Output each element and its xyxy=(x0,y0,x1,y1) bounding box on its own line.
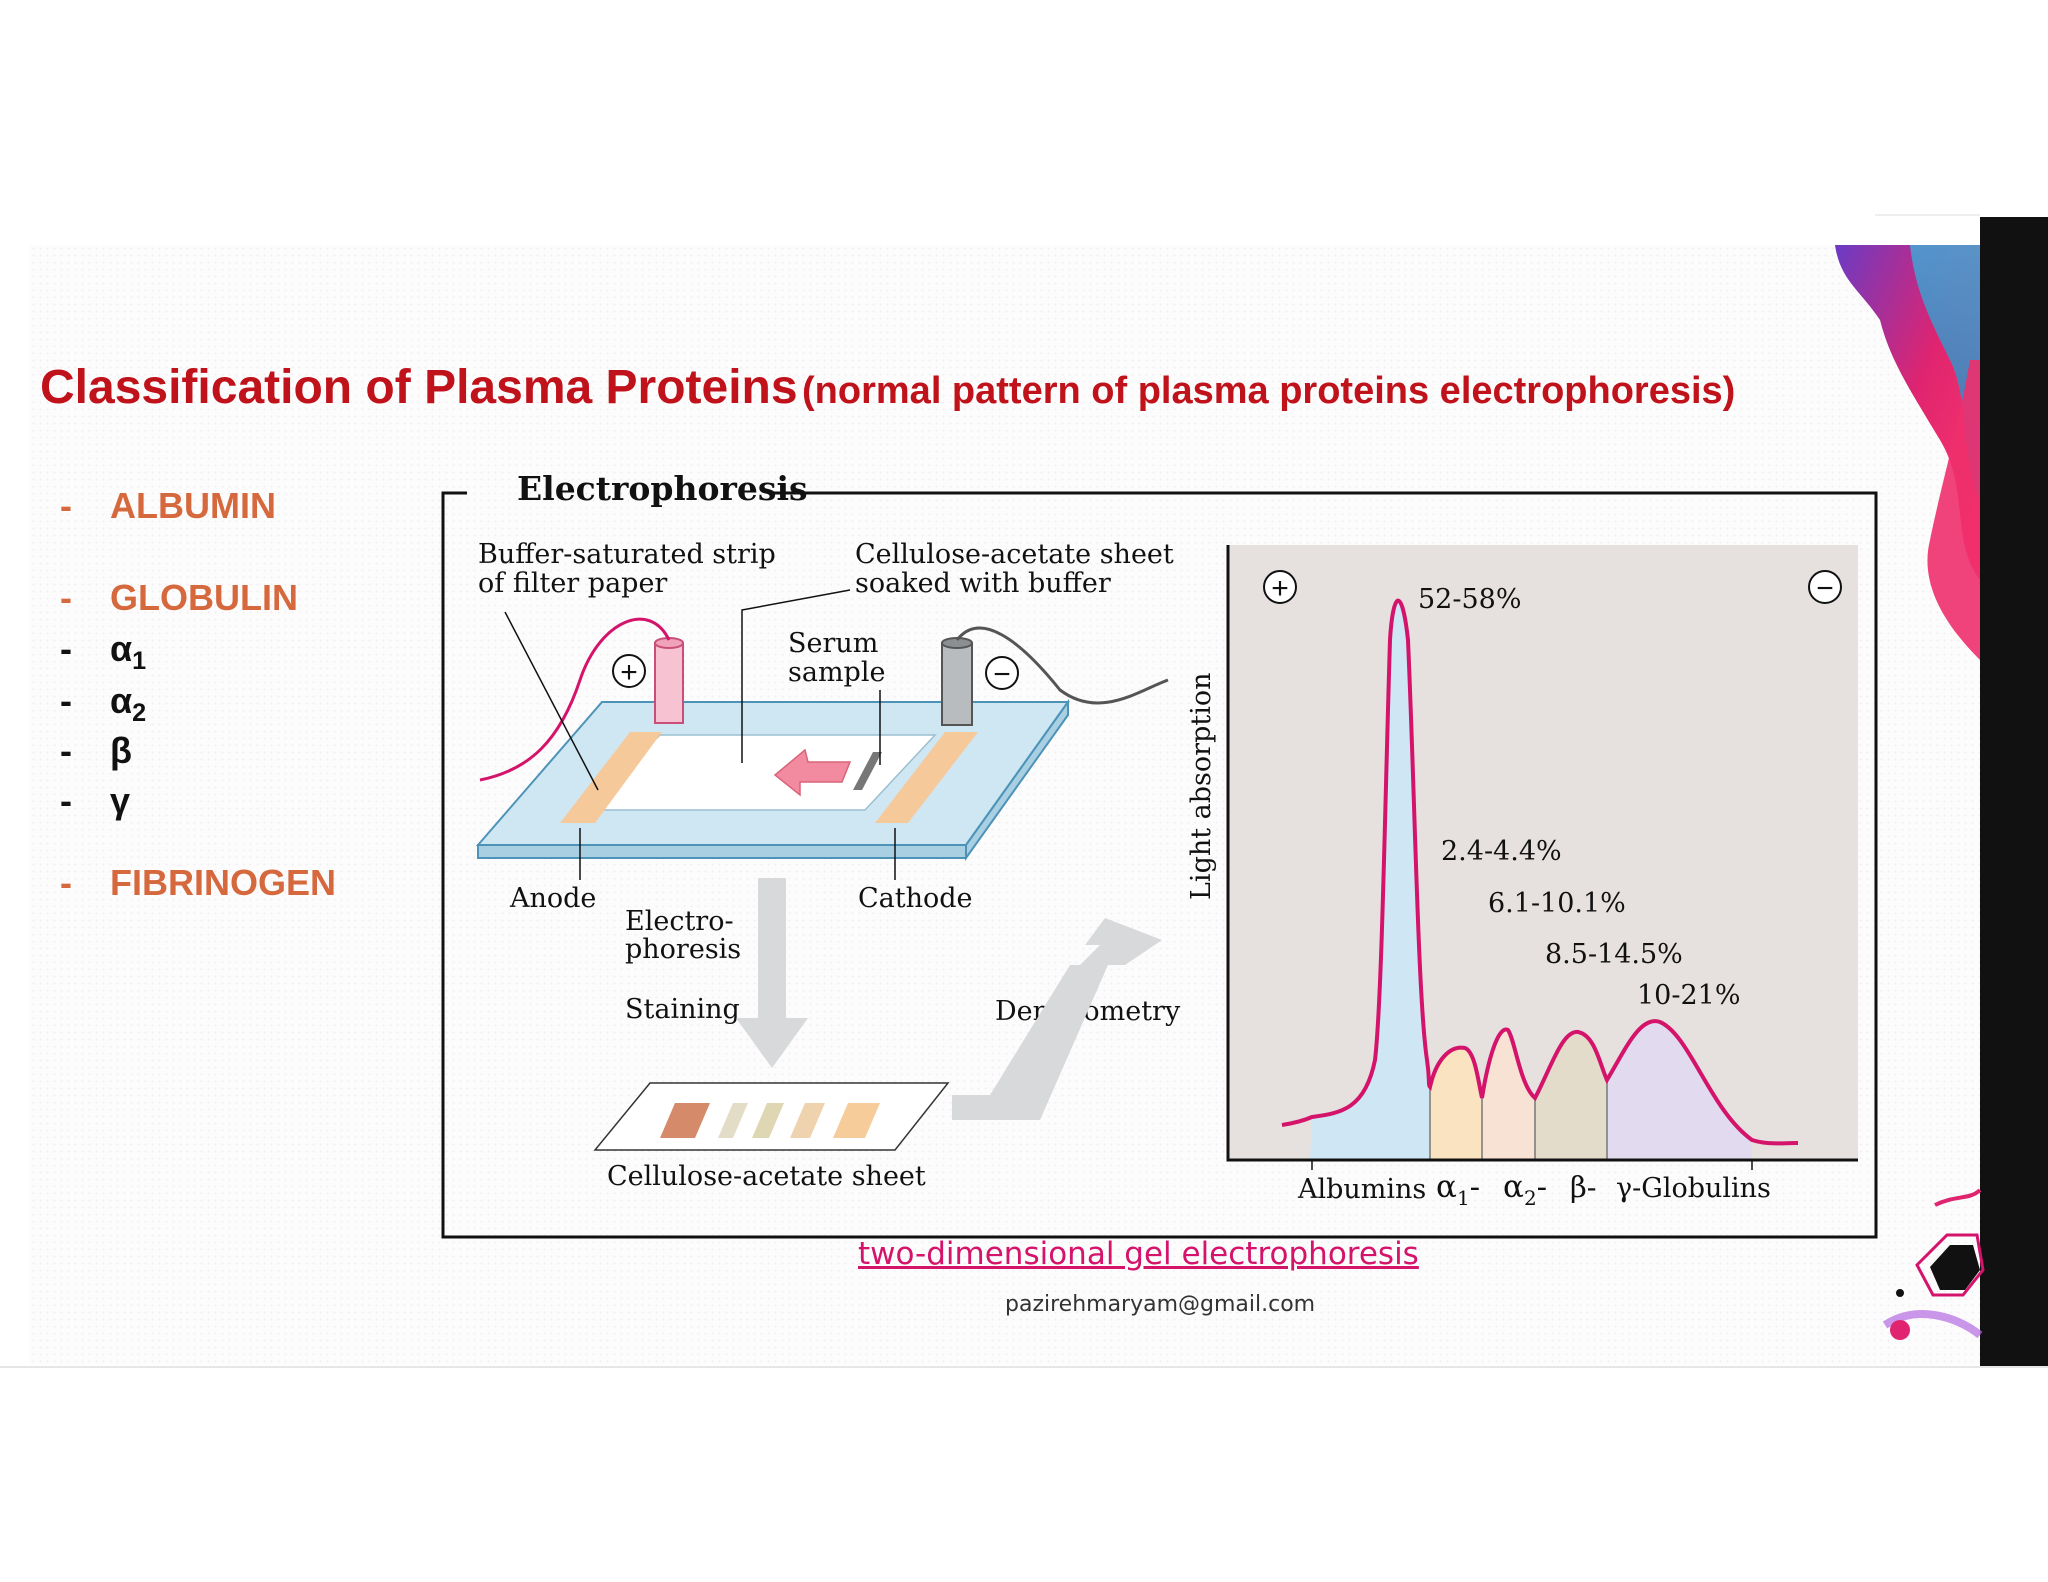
band-gamma xyxy=(833,1103,880,1138)
x-label-gamma-globulins: γ-Globulins xyxy=(1616,1173,1771,1204)
buffer-strip-label-1: Buffer-saturated strip xyxy=(478,539,776,570)
anode-label: Anode xyxy=(509,883,596,914)
plus-icon xyxy=(612,654,646,688)
right-black-bar xyxy=(1980,217,2048,1367)
decorative-swoosh xyxy=(1835,245,1980,660)
cathode-label: Cathode xyxy=(858,883,973,914)
list-item-fibrinogen: -FIBRINOGEN xyxy=(60,862,337,903)
title-main: Classification of Plasma Proteins xyxy=(40,361,798,414)
cathode-electrode xyxy=(941,642,973,726)
glass-plate-edge xyxy=(477,844,967,859)
diagram-frame xyxy=(441,491,1878,1239)
plot-minus-icon xyxy=(1808,570,1842,604)
band-alpha2 xyxy=(752,1103,784,1138)
x-label-alpha2: α2- xyxy=(1503,1169,1547,1210)
electrophoresis-step-label-2: phoresis xyxy=(625,934,741,965)
two-dimensional-gel-link[interactable]: two-dimensional gel electrophoresis xyxy=(858,1236,1419,1272)
stained-sheet-label: Cellulose-acetate sheet xyxy=(607,1161,926,1192)
peak-label-beta: 8.5-14.5% xyxy=(1545,939,1683,970)
y-axis-label: Light absorption xyxy=(1186,673,1217,900)
band-beta xyxy=(790,1103,825,1138)
staining-label: Staining xyxy=(625,994,740,1025)
x-label-albumins: Albumins xyxy=(1297,1174,1426,1205)
author-email: pazirehmaryam@gmail.com xyxy=(1005,1292,1316,1317)
peak-label-albumin: 52-58% xyxy=(1418,584,1522,615)
anode-pad xyxy=(560,732,662,823)
slide-top-line xyxy=(1875,214,1980,216)
list-item-gamma: -γ xyxy=(60,780,131,821)
alpha2-area xyxy=(1482,1029,1535,1160)
list-item-globulin: -GLOBULIN xyxy=(60,577,298,618)
minus-icon xyxy=(985,656,1019,690)
band-alpha1 xyxy=(718,1103,748,1138)
plot-plus-symbol: + xyxy=(1271,572,1289,605)
x-label-alpha1: α1- xyxy=(1436,1169,1480,1210)
list-label: ALBUMIN xyxy=(110,485,276,526)
cathode-pad xyxy=(875,732,978,823)
process-right-arrow xyxy=(952,918,1162,1120)
buffer-strip-label-2: of filter paper xyxy=(478,568,667,599)
serum-label-2: sample xyxy=(788,657,885,688)
glass-plate-side xyxy=(965,698,1069,862)
list-item-beta: -β xyxy=(60,730,132,771)
peak-label-gamma: 10-21% xyxy=(1637,980,1741,1011)
albumin-area xyxy=(1310,600,1430,1160)
plot-axes xyxy=(1226,545,1858,1162)
process-down-arrow xyxy=(736,878,808,1068)
serum-label-1: Serum xyxy=(788,628,878,659)
electrophoresis-step-label-1: Electro- xyxy=(625,906,734,937)
sheet-label-2: soaked with buffer xyxy=(855,568,1111,599)
list-item-alpha1: -α1 xyxy=(60,628,147,676)
sheet-label-1: Cellulose-acetate sheet xyxy=(855,539,1174,570)
title-subtitle: (normal pattern of plasma proteins elect… xyxy=(802,370,1736,412)
densitometry-curve xyxy=(1281,598,1799,1146)
slide-title: Classification of Plasma Proteins (norma… xyxy=(40,360,1735,415)
hexagon-logo xyxy=(1882,1188,1985,1340)
buffer-strip-leader xyxy=(504,611,599,791)
frame-title: Electrophoresis xyxy=(517,469,808,508)
list-label: GLOBULIN xyxy=(110,577,298,618)
anode-electrode xyxy=(654,642,684,724)
slide-bottom-rule xyxy=(0,1366,2048,1368)
plus-symbol: + xyxy=(620,656,638,689)
minus-symbol: − xyxy=(993,658,1011,691)
list-item-alpha2: -α2 xyxy=(60,680,147,728)
migration-arrow xyxy=(773,748,852,797)
x-label-beta: β- xyxy=(1570,1170,1597,1204)
band-albumin xyxy=(660,1103,710,1138)
sheet-leader xyxy=(741,589,851,763)
anode-wire xyxy=(479,617,671,782)
alpha1-area xyxy=(1430,1047,1482,1160)
cathode-wire xyxy=(955,626,1169,705)
plot-plus-icon xyxy=(1263,570,1297,604)
plot-minus-symbol: − xyxy=(1816,572,1834,605)
peak-label-alpha1: 2.4-4.4% xyxy=(1441,836,1562,867)
gamma-area xyxy=(1607,1021,1752,1160)
plot-background xyxy=(1228,545,1858,1160)
peak-label-alpha2: 6.1-10.1% xyxy=(1488,888,1626,919)
list-item-albumin: -ALBUMIN xyxy=(60,485,276,526)
list-label: FIBRINOGEN xyxy=(110,862,337,903)
serum-sample-bar xyxy=(853,752,882,790)
